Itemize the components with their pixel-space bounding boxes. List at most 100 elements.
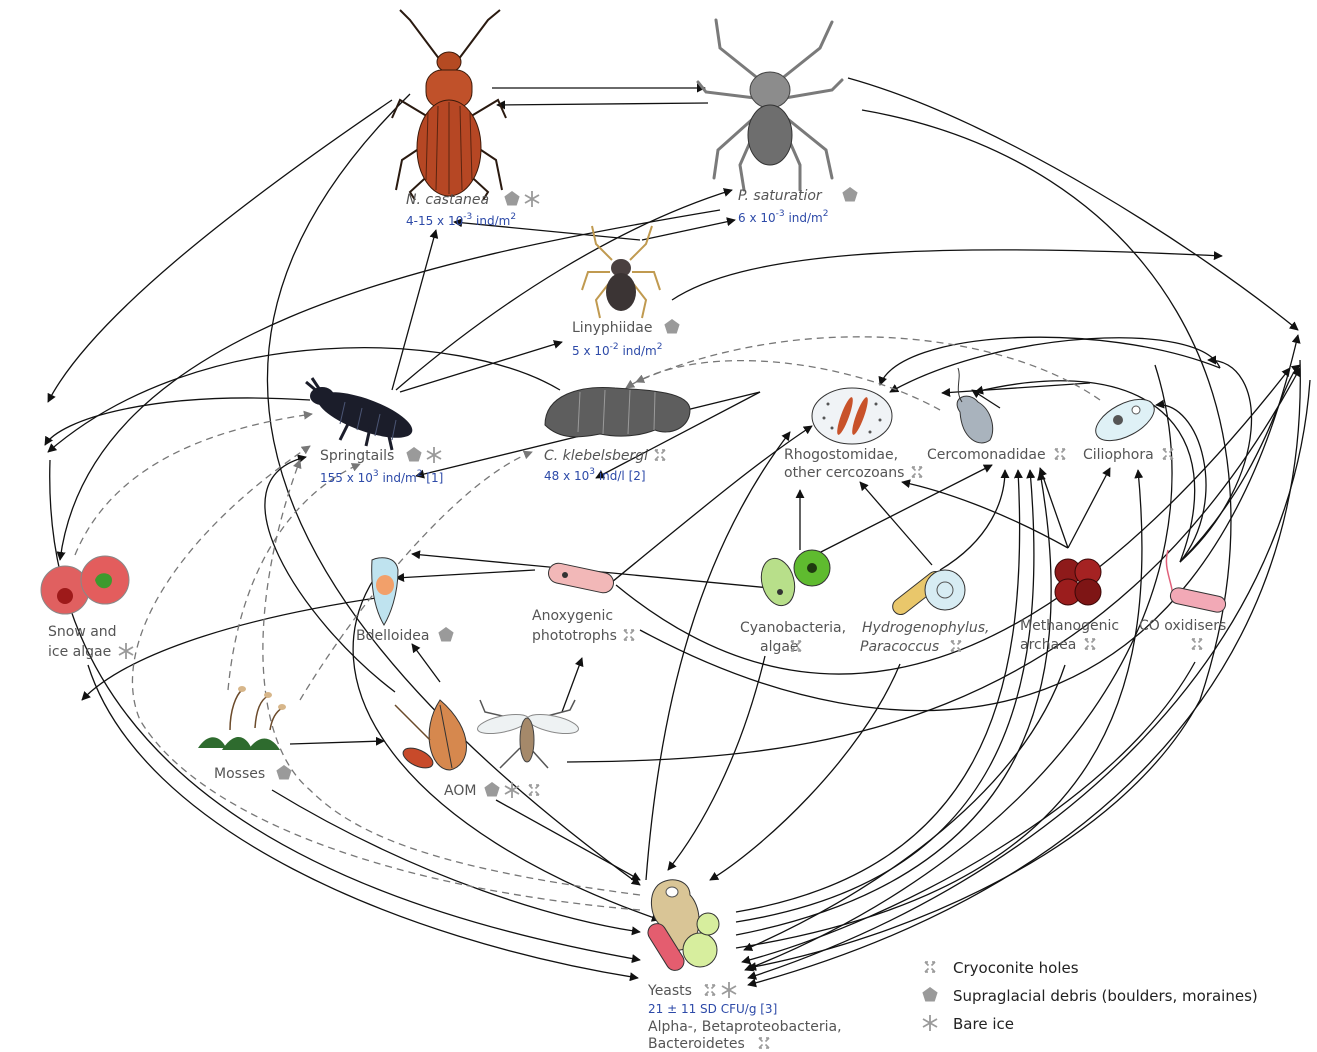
node-name: Cercomonadidae [927, 447, 1046, 463]
beetle-n-castanea-icon [392, 10, 506, 200]
bare-ice-icon [119, 643, 133, 659]
svg-text:Cryoconite holes: Cryoconite holes [953, 959, 1079, 977]
cryoconite-icon [529, 785, 539, 795]
label-n-castanea: N. castanea 4-15 x 10-3 ind/m2 [406, 191, 539, 228]
cryoconite-icon [925, 962, 935, 972]
cryoconite-icon [1055, 449, 1065, 459]
supraglacial-debris-icon [484, 782, 499, 797]
arrow [272, 790, 640, 932]
arrow [642, 220, 735, 240]
node-name: Rhogostomidae, [784, 447, 898, 463]
arrow [668, 656, 765, 870]
dashed-arrow [300, 452, 532, 700]
label-linyphiidae: Linyphiidae 5 x 10-2 ind/m2 [572, 319, 680, 358]
arrow [890, 338, 1220, 392]
density-value: 4-15 x 10-3 ind/m2 [406, 212, 516, 228]
cyanobacteria-algae-icon [756, 550, 830, 609]
arrow [290, 741, 384, 744]
label-snow-algae: Snow and ice algae [48, 624, 133, 660]
arrow [940, 470, 1005, 570]
arrow [860, 482, 932, 565]
node-name: P. saturatior [738, 188, 823, 204]
pentagon-icon [922, 987, 937, 1002]
arrow [710, 664, 900, 880]
arrow [748, 110, 1231, 968]
label-springtails: Springtails 155 x 103 ind/m2 [1] [320, 447, 443, 485]
supraglacial-debris-icon [664, 319, 679, 334]
supraglacial-debris-icon [504, 191, 519, 206]
arrow [396, 570, 535, 578]
legend-item-cryoconite: Cryoconite holes [925, 959, 1079, 977]
chironomid-larva-icon [545, 387, 690, 436]
arrow [48, 100, 392, 402]
label-cercomonadidae: Cercomonadidae [927, 447, 1065, 463]
arrow [562, 658, 582, 712]
arrow [1068, 468, 1110, 548]
label-mosses: Mosses [214, 765, 292, 782]
arrow [646, 432, 790, 880]
cryoconite-icon [759, 1038, 769, 1048]
arrow [744, 665, 1065, 950]
bdelloid-rotifer-icon [372, 558, 398, 625]
node-name: Anoxygenic [532, 608, 613, 624]
label-rhogostomidae: Rhogostomidae, other cercozoans [784, 447, 922, 481]
node-name: Bacteroidetes [648, 1036, 745, 1052]
label-hydrogenophylus: Hydrogenophylus, Paracoccus [860, 620, 990, 655]
cryoconite-icon [624, 630, 634, 640]
node-name: Ciliophora [1083, 447, 1154, 463]
rhogostomidae-icon [812, 388, 892, 444]
node-name: AOM [444, 783, 476, 799]
bare-ice-icon [427, 447, 441, 463]
label-co-oxidisers: CO oxidisers [1139, 618, 1226, 649]
bare-ice-icon [505, 782, 519, 798]
label-yeasts: Yeasts 21 ± 11 SD CFU/g [3] Alpha-, Beta… [647, 982, 842, 1052]
arrow [88, 665, 638, 978]
arrow [742, 662, 1195, 962]
solid-arrows [45, 78, 1310, 985]
cryoconite-icon [705, 985, 715, 995]
dashed-arrow [228, 464, 360, 690]
arrow [392, 230, 436, 390]
label-anoxygenic: Anoxygenic phototrophs [532, 608, 634, 644]
node-name: N. castanea [406, 192, 489, 208]
arrow [497, 103, 708, 105]
supraglacial-debris-icon [438, 627, 453, 642]
node-name: phototrophs [532, 628, 617, 644]
spider-linyphiidae-icon [582, 226, 660, 318]
legend: Cryoconite holes Supraglacial debris (bo… [922, 959, 1257, 1033]
label-p-saturatior: P. saturatior 6 x 10-3 ind/m2 [738, 187, 858, 225]
node-name: other cercozoans [784, 465, 904, 481]
node-name: Snow and [48, 624, 117, 640]
density-value: 21 ± 11 SD CFU/g [3] [648, 1002, 777, 1016]
arrow [353, 570, 660, 920]
arrow [1040, 468, 1068, 548]
cryoconite-icon [912, 467, 922, 477]
bare-ice-icon [525, 191, 539, 207]
cryoconite-icon [1192, 639, 1202, 649]
node-name: Methanogenic [1020, 618, 1119, 634]
springtail-icon [306, 378, 417, 450]
node-name: Yeasts [647, 983, 692, 999]
bare-ice-icon [722, 982, 736, 998]
node-name: Springtails [320, 448, 394, 464]
co-oxidiser-icon [1166, 550, 1227, 614]
density-value: 155 x 103 ind/m2 [1] [320, 469, 443, 485]
cryoconite-icon [655, 450, 665, 460]
label-methanogenic: Methanogenic archaea [1020, 618, 1119, 653]
methanogenic-archaea-icon [1055, 559, 1101, 605]
arrow [82, 596, 390, 700]
legend-item-debris: Supraglacial debris (boulders, moraines) [922, 987, 1257, 1005]
node-name: Hydrogenophylus, [862, 620, 990, 636]
label-bdelloidea: Bdelloidea [356, 627, 454, 644]
arrow [736, 470, 1142, 948]
cryoconite-icon [951, 641, 961, 651]
hydrogenophylus-icon [889, 568, 965, 618]
supraglacial-debris-icon [406, 447, 421, 462]
arrow [975, 381, 1195, 562]
node-name: C. klebelsbergi [544, 448, 648, 464]
node-name: ice algae [48, 644, 111, 660]
arrow [496, 800, 640, 880]
arrow [736, 472, 1051, 935]
asterisk-icon [923, 1015, 937, 1031]
density-value: 5 x 10-2 ind/m2 [572, 342, 662, 358]
